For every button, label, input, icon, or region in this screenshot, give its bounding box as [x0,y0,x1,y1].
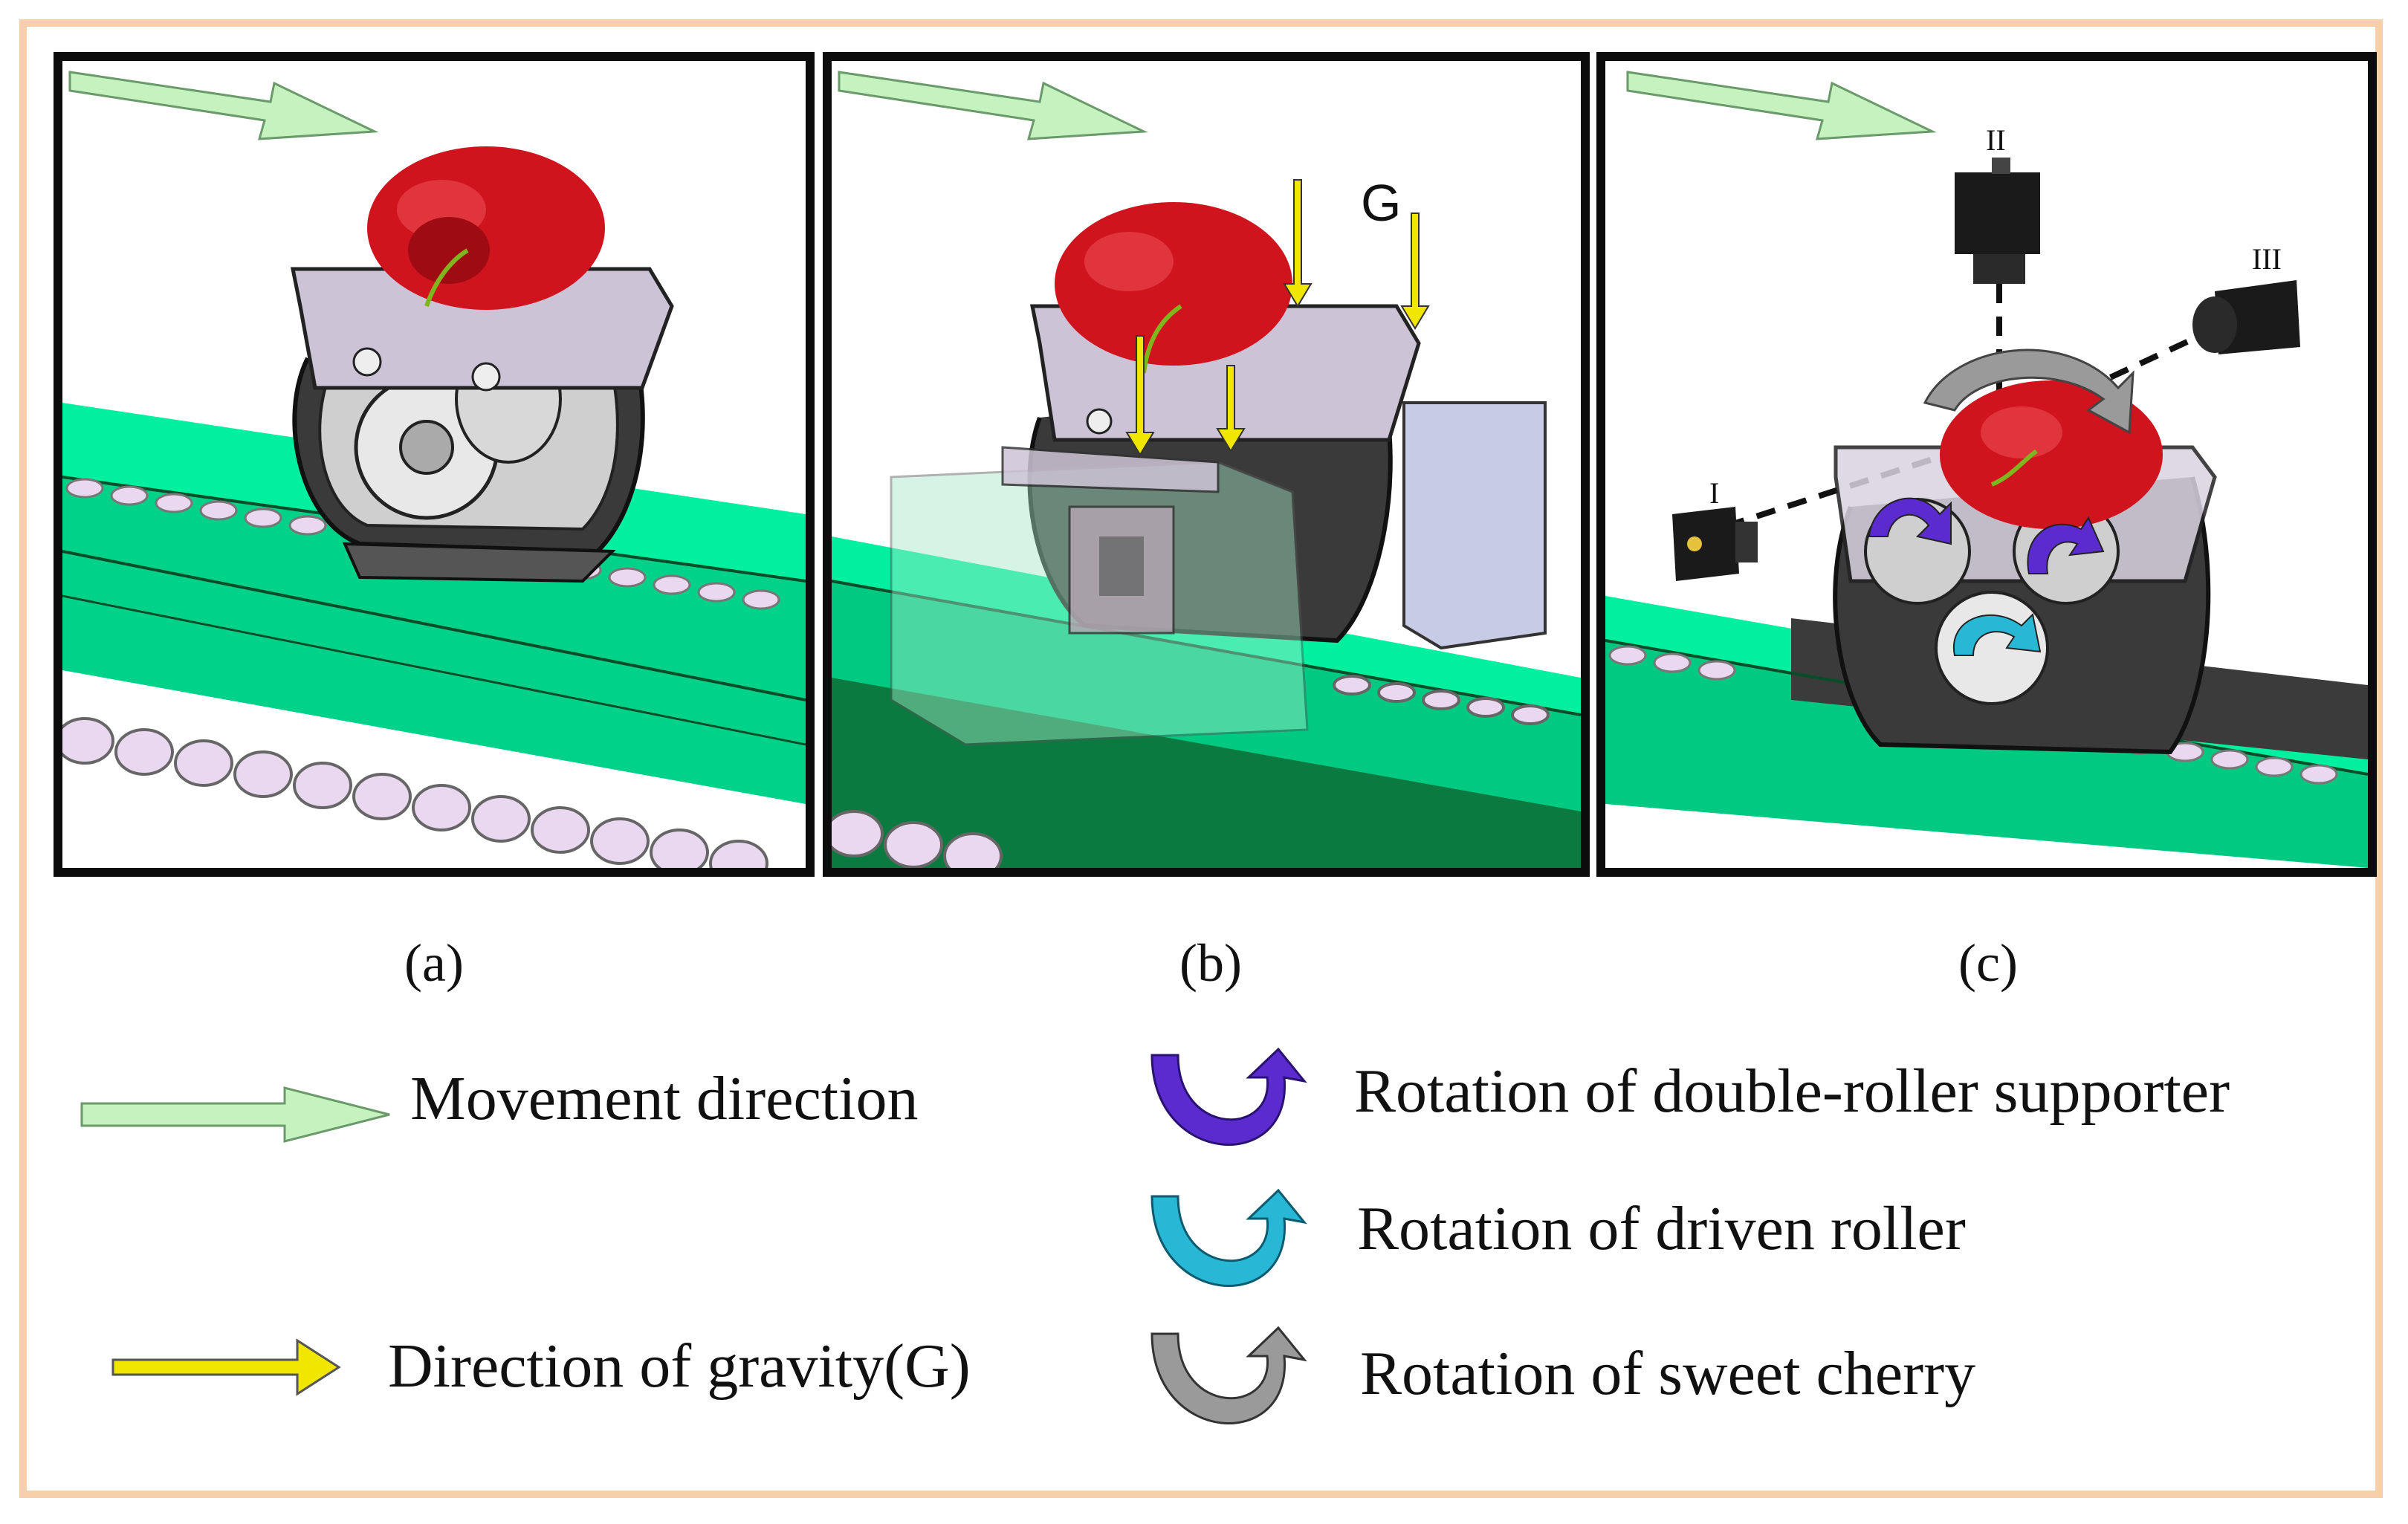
panel-b-illustration: G [832,71,1581,868]
camera-label-ii: II [1986,123,2006,157]
gravity-direction-icon [111,1338,341,1396]
panel-c: I II III [1596,52,2377,877]
cherry-rotation-icon [1150,1326,1307,1424]
double-roller-rotation-icon [1150,1048,1307,1146]
carrier-a [290,267,674,583]
chain-b [832,675,1550,868]
double-roller-arrow-right [2027,516,2105,574]
panel-a-illustration [62,71,806,868]
panel-a [54,52,815,877]
movement-arrow-a [68,71,379,140]
gravity-arrows [1125,179,1430,456]
camera-label-i: I [1709,476,1719,510]
figure-border [19,19,2383,1498]
camera-label-iii: III [2252,242,2282,276]
cherry-rotation-arrow [1923,348,2134,435]
double-roller-arrow-left [1868,497,1952,545]
legend-driven-roller-rotation: Rotation of driven roller [1357,1194,1966,1263]
blue-block [1402,401,1547,650]
movement-arrow-b [838,71,1148,140]
sweet-cherry-a [367,146,605,310]
movement-arrow-c [1626,71,1937,140]
panel-c-illustration: I II III [1605,71,2368,868]
caption-b: (b) [1179,933,1242,993]
camera-ii [1955,158,2040,284]
driven-roller-rotation-icon [1150,1189,1307,1287]
legend-double-roller-rotation: Rotation of double-roller supporter [1354,1057,2230,1126]
caption-c: (c) [1958,933,2018,993]
gravity-label: G [1361,174,1401,232]
legend-gravity-direction: Direction of gravity(G) [388,1332,971,1401]
transparent-box [890,446,1309,746]
legend-cherry-rotation: Rotation of sweet cherry [1360,1339,1976,1408]
camera-iii [2192,280,2300,354]
sweet-cherry-b [1055,202,1292,374]
camera-i [1672,507,1758,581]
movement-direction-icon [80,1086,390,1143]
driven-roller-arrow [1952,612,2042,656]
legend-movement-direction: Movement direction [410,1064,919,1133]
caption-a: (a) [404,933,464,993]
panel-b: G [823,52,1590,877]
chain-lower [62,717,768,868]
